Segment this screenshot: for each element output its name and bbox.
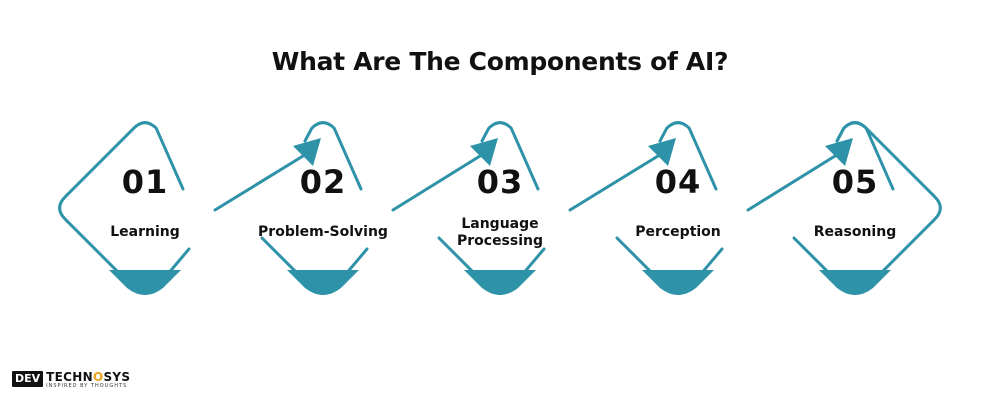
step-number: 05 xyxy=(831,163,879,201)
step-label: Problem-Solving xyxy=(258,224,388,240)
connector-arrow-4 xyxy=(746,154,837,212)
logo-name: TECHNOSYS xyxy=(46,370,131,384)
diamond-outline-1 xyxy=(58,121,191,295)
logo-badge: DEV xyxy=(12,371,44,387)
step-label: Reasoning xyxy=(813,224,897,240)
logo-tagline: INSPIRED BY THOUGHTS xyxy=(46,383,128,389)
step-bowl-4 xyxy=(642,270,714,295)
step-label: Learning xyxy=(110,224,180,240)
arrowhead-3 xyxy=(648,138,676,166)
step-label: Language Processing xyxy=(456,216,544,249)
step-number: 03 xyxy=(476,163,524,201)
diagram-title: What Are The Components of AI? xyxy=(271,47,729,76)
step-number: 04 xyxy=(654,163,702,201)
arrowhead-4 xyxy=(825,138,853,166)
devtechnosys-logo: DEV TECHNOSYS INSPIRED BY THOUGHTS xyxy=(12,371,130,389)
arrowhead-2 xyxy=(470,138,498,166)
step-number: 01 xyxy=(121,163,169,201)
connector-arrow-3 xyxy=(568,154,660,212)
diamond-outline-top-3 xyxy=(480,121,540,191)
diamond-outline-5 xyxy=(792,121,942,295)
diamond-outline-top-4 xyxy=(658,121,718,191)
step-bowl-2 xyxy=(287,270,359,295)
step-bowl-3 xyxy=(464,270,536,295)
step-bowl-5 xyxy=(819,270,891,295)
arrowhead-1 xyxy=(293,138,321,166)
step-number: 02 xyxy=(299,163,347,201)
connector-arrow-1 xyxy=(213,154,305,212)
step-label: Perception xyxy=(635,224,721,240)
diamond-outline-top-2 xyxy=(303,121,363,191)
step-bowl-1 xyxy=(109,270,181,295)
connector-arrow-2 xyxy=(391,154,482,212)
